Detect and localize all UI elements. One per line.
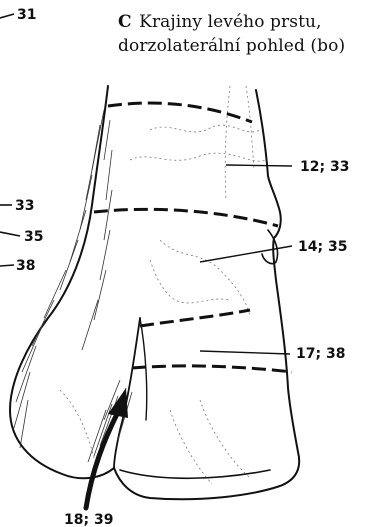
leader-12-33 xyxy=(226,165,292,166)
region-boundaries xyxy=(94,103,292,372)
left-label-31: 31 xyxy=(17,7,36,23)
lateral-projection xyxy=(262,230,278,264)
arrow-shaft xyxy=(86,412,118,508)
boundary-1 xyxy=(108,103,252,122)
leader-35 xyxy=(0,232,20,236)
label-18-39: 18; 39 xyxy=(64,512,113,527)
left-label-33: 33 xyxy=(15,198,34,214)
label-14-35: 14; 35 xyxy=(298,239,347,255)
leader-31 xyxy=(0,14,14,18)
left-label-35: 35 xyxy=(24,229,43,245)
interdigital-arrow xyxy=(86,388,128,508)
region-leaders xyxy=(200,165,292,354)
boundary-4 xyxy=(132,366,292,372)
hoof-contour xyxy=(10,86,299,499)
left-label-38: 38 xyxy=(16,258,35,274)
boundary-2 xyxy=(94,209,278,226)
medial-claw-edge xyxy=(140,318,147,420)
leader-17-38 xyxy=(200,351,290,354)
left-leader-lines xyxy=(0,14,20,266)
leader-38 xyxy=(0,265,14,266)
interdigital-cleft xyxy=(114,318,140,468)
claw-rim xyxy=(120,470,270,478)
dotted-contours xyxy=(60,86,266,484)
boundary-3 xyxy=(140,310,250,326)
label-12-33: 12; 33 xyxy=(300,159,349,175)
hoof-outline xyxy=(10,86,299,499)
label-17-38: 17; 38 xyxy=(296,346,345,362)
